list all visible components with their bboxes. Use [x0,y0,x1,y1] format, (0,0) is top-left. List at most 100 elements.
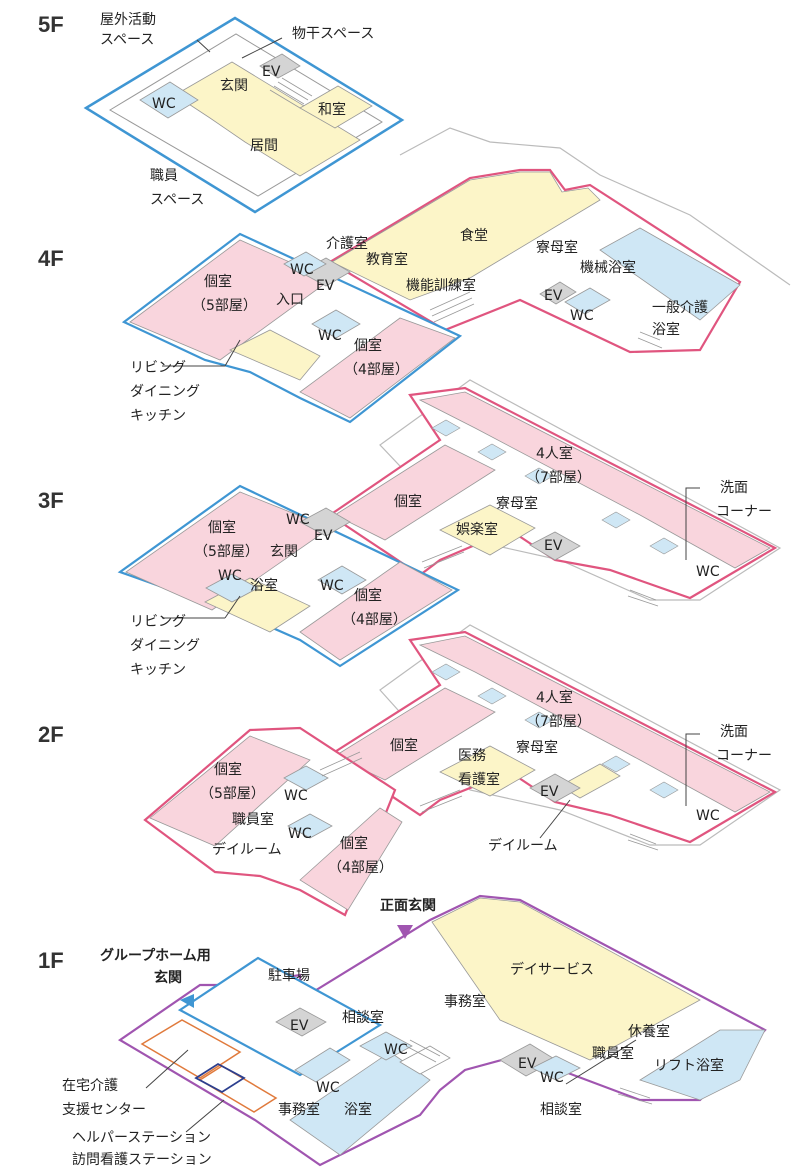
label-3f-wc3: WC [320,578,344,594]
label-2f-imu-2: 看護室 [458,771,500,788]
label-4f-iriguchi: 入口 [276,292,304,308]
label-3f-wc1: WC [286,512,310,528]
label-3f-ev1: EV [314,528,333,544]
label-2f-dayroom1: デイルーム [212,841,282,858]
label-2f-wc1: WC [284,788,308,804]
floor-label-3f: 3F [38,488,64,513]
label-4f-kojo5-2: （5部屋） [192,298,257,314]
label-3f-ldk-1: リビング [130,614,186,630]
label-4f-kinou: 機能訓練室 [406,277,476,294]
label-2f-senmen-1: 洗面 [720,724,748,740]
label-4f-kojo4-1: 個室 [354,337,382,354]
label-4f-wc1: WC [290,262,314,278]
label-3f-wc2: WC [218,568,242,584]
label-1f-shomen: 正面玄関 [380,897,436,914]
label-1f-zaitaku-1: 在宅介護 [62,1078,118,1094]
label-1f-wc3: WC [316,1080,340,1096]
label-1f-gh-1: グループホーム用 [100,947,211,964]
label-4f-ldk-1: リビング [130,360,186,376]
label-1f-helper-1: ヘルパーステーション [72,1130,211,1146]
label-4f-ippan-1: 一般介護 [652,300,708,316]
label-3f-senmen-2: コーナー [716,504,772,520]
label-5f-ev: EV [262,64,281,80]
label-2f-yonin-2: （7部屋） [526,714,591,730]
floor-3f: 3F 4人室 （7部屋） 洗面 コーナー 個室 寮母室 [38,379,782,678]
label-1f-soudan2: 相談室 [540,1101,582,1118]
label-2f-ryobo: 寮母室 [516,739,558,756]
label-3f-genkan: 玄関 [270,543,298,560]
label-3f-ryobo: 寮母室 [496,495,538,512]
label-4f-ev1: EV [316,278,335,294]
label-5f-staff-1: 職員 [150,168,178,184]
label-4f-ippan-2: 浴室 [652,321,680,338]
label-3f-yokushitsu: 浴室 [250,577,278,594]
label-2f-senmen-2: コーナー [716,748,772,764]
floor-1f: 1F 正面玄関 グループホーム用 玄関 駐車場 デイサービス 相 [38,894,767,1168]
label-3f-kojo5-2: （5部屋） [194,544,259,560]
floor-4f: 4F 介護室 教育室 食堂 寮母室 機械浴室 機能訓練室 WC [38,127,791,424]
label-4f-wc2: WC [570,308,594,324]
label-1f-gh-2: 玄関 [154,969,182,986]
label-1f-ev1: EV [290,1018,309,1034]
label-5f-wc: WC [152,96,176,112]
label-4f-kikai: 機械浴室 [580,259,636,276]
label-3f-ldk-2: ダイニング [130,638,200,654]
floor-label-2f: 2F [38,722,64,747]
label-1f-wc1: WC [384,1042,408,1058]
label-1f-yoku: 浴室 [344,1101,372,1118]
label-1f-helper-2: 訪問看護ステーション [72,1152,212,1168]
label-1f-lift: リフト浴室 [654,1057,724,1074]
label-4f-kaigo: 介護室 [326,235,368,252]
label-1f-day: デイサービス [510,961,594,978]
label-5f-living: 居間 [250,138,278,154]
label-3f-yonin-2: （7部屋） [526,470,591,486]
label-2f-kojo5-2: （5部屋） [200,786,265,802]
label-2f-imu-1: 医務 [458,748,486,764]
label-3f-ev2: EV [544,538,563,554]
label-3f-kojo5-1: 個室 [208,519,236,536]
floor-2f: 2F 4人室 （7部屋） 洗面 コーナー 個室 医務 看護室 [38,624,782,917]
label-4f-ev2: EV [544,288,563,304]
label-3f-goraku: 娯楽室 [456,521,498,538]
label-1f-jimu1: 事務室 [444,993,486,1010]
label-3f-kojo: 個室 [394,493,422,510]
label-1f-jimu2: 事務室 [278,1101,320,1118]
label-5f-staff-2: スペース [150,192,204,208]
label-2f-kojo4-1: 個室 [340,835,368,852]
label-5f-entrance: 玄関 [220,77,248,94]
floor-label-1f: 1F [38,948,64,973]
label-3f-ldk-3: キッチン [130,662,186,678]
label-4f-kojo5-1: 個室 [204,273,232,290]
label-1f-zaitaku-2: 支援センター [62,1102,146,1118]
floor-label-4f: 4F [38,246,64,271]
label-1f-chusha: 駐車場 [268,967,310,984]
label-2f-kojo5-1: 個室 [214,761,242,778]
floor-label-5f: 5F [38,12,64,37]
label-3f-senmen-1: 洗面 [720,480,748,496]
floor-5f: 5F 屋外活動 スペース 物干スペース EV 玄関 WC 和室 居間 職員 スペ… [38,12,405,214]
label-3f-yonin-1: 4人室 [536,445,573,462]
label-3f-kojo4-2: （4部屋） [342,612,407,628]
label-2f-yonin-1: 4人室 [536,689,573,706]
label-3f-kojo4-1: 個室 [354,587,382,604]
label-2f-dayroom2: デイルーム [488,837,558,854]
label-4f-kyoiku: 教育室 [366,251,408,268]
label-2f-wc3: WC [696,808,720,824]
label-4f-ldk-3: キッチン [130,408,186,424]
label-2f-wc2: WC [288,826,312,842]
label-5f-japanese: 和室 [318,101,346,118]
label-4f-dining: 食堂 [460,227,488,244]
label-5f-drying: 物干スペース [292,26,374,42]
label-4f-ldk-2: ダイニング [130,384,200,400]
label-2f-kojo4-2: （4部屋） [328,860,393,876]
label-1f-kyuyo: 休養室 [628,1023,670,1040]
label-3f-wc4: WC [696,564,720,580]
label-2f-ev: EV [540,784,559,800]
label-4f-kojo4-2: （4部屋） [344,362,409,378]
label-4f-ryobo: 寮母室 [536,239,578,256]
label-1f-soudan1: 相談室 [342,1009,384,1026]
label-4f-wc3: WC [318,328,342,344]
label-2f-shokuin: 職員室 [232,811,274,828]
label-1f-ev2: EV [518,1056,537,1072]
